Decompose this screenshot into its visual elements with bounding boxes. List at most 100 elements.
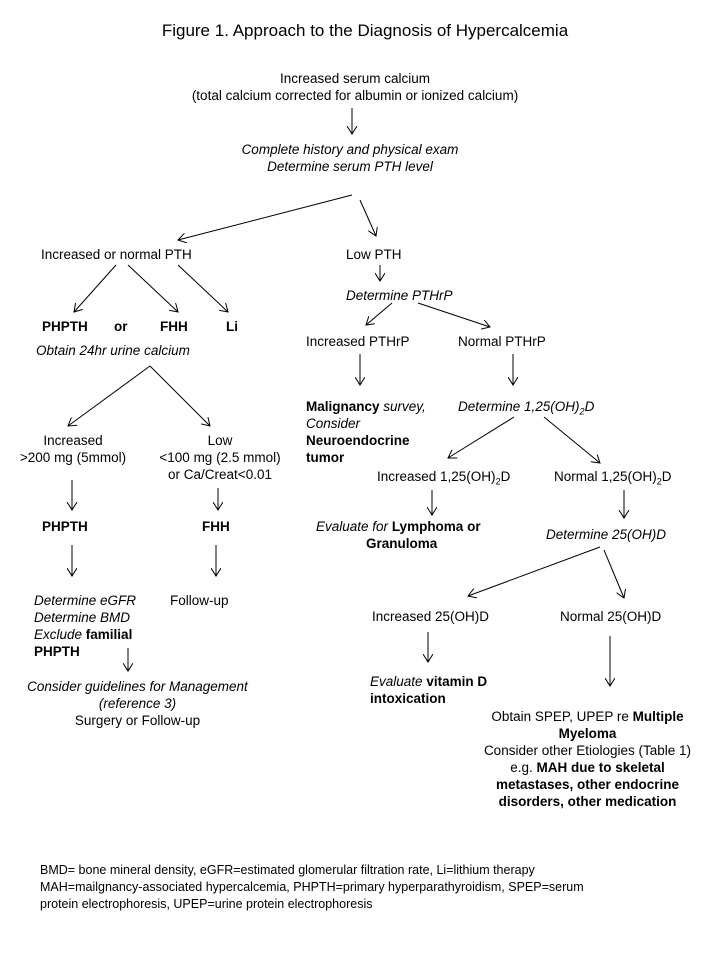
spep-multiple: Multiple	[632, 709, 684, 724]
arrow-pthrp-to-normal	[417, 302, 490, 327]
malignancy-line-1: Malignancy survey,	[306, 398, 426, 415]
lymphoma-word: Lymphoma	[391, 519, 464, 534]
start-node: Increased serum calcium (total calcium c…	[120, 70, 590, 104]
vitamin-d-line-1: Evaluate vitamin D	[370, 673, 487, 690]
lymphoma-line-1: Evaluate for Lymphoma or	[316, 518, 481, 535]
increased-125-text: Increased 1,25(OH)	[377, 469, 496, 484]
arrow-det25-to-increased	[468, 546, 601, 596]
arrow-to-right-branch	[359, 199, 376, 236]
spep-eg: e.g.	[510, 760, 533, 775]
phpth-node: PHPTH	[42, 519, 88, 534]
urine-low-line-1: Low	[207, 433, 233, 448]
history-line-1: Complete history and physical exam	[241, 142, 459, 157]
history-node: Complete history and physical exam Deter…	[170, 141, 530, 175]
normal-125-d: D	[661, 469, 672, 484]
left-dx-fhh: FHH	[160, 319, 188, 334]
spep-line-5: metastases, other endocrine	[495, 777, 680, 792]
determine-125-node: Determine 1,25(OH)2D	[458, 398, 594, 421]
increased-125-node: Increased 1,25(OH)2D	[377, 468, 510, 491]
guidelines-line-1: Consider guidelines for Management	[27, 679, 248, 694]
arrow-to-left-branch	[178, 194, 353, 240]
spep-line-2: Myeloma	[558, 726, 617, 741]
spep-line-3: Consider other Etiologies (Table 1)	[483, 743, 692, 758]
determine-125-d: D	[584, 399, 595, 414]
history-line-2: Determine serum PTH level	[267, 159, 433, 174]
spep-obtain: Obtain SPEP, UPEP re	[491, 709, 629, 724]
branch-low-pth: Low PTH	[346, 247, 402, 262]
spep-mah: MAH due to skeletal	[536, 760, 665, 775]
guidelines-line-2: (reference 3)	[98, 696, 177, 711]
malignancy-line-4: tumor	[306, 450, 345, 465]
arrow-left-to-li	[177, 264, 228, 312]
increased-25-node: Increased 25(OH)D	[372, 609, 490, 624]
vitamin-d-word: vitamin D	[426, 674, 488, 689]
increased-pthrp-node: Increased PTHrP	[306, 334, 410, 349]
spep-line-4: e.g. MAH due to skeletal	[455, 759, 720, 776]
workup-line-2: Determine BMD	[34, 610, 131, 625]
malignancy-node: Malignancy survey, Consider Neuroendocri…	[306, 398, 426, 466]
workup-node: Determine eGFR Determine BMD Exclude fam…	[34, 592, 136, 660]
figure-title: Figure 1. Approach to the Diagnosis of H…	[161, 21, 569, 40]
branch-increased-normal-pth: Increased or normal PTH	[41, 247, 192, 262]
urine-increased-line-1: Increased	[43, 433, 103, 448]
malignancy-line-3: Neuroendocrine	[306, 433, 410, 448]
guidelines-node: Consider guidelines for Management (refe…	[0, 678, 275, 729]
workup-line-1: Determine eGFR	[34, 593, 137, 608]
determine-pthrp-node: Determine PTHrP	[346, 288, 453, 303]
determine-125-sub: 2	[579, 406, 585, 417]
determine-25-node: Determine 25(OH)D	[546, 527, 667, 542]
left-dx-li: Li	[226, 319, 238, 334]
urine-low-node: Low <100 mg (2.5 mmol) or Ca/Creat<0.01	[145, 432, 295, 483]
vitamin-d-evaluate: Evaluate	[370, 674, 423, 689]
normal-125-text: Normal 1,25(OH)	[554, 469, 657, 484]
arrow-left-to-phpth	[74, 264, 117, 312]
vitamin-d-line-2: intoxication	[370, 691, 446, 706]
start-line-2: (total calcium corrected for albumin or …	[191, 88, 519, 103]
arrow-urine-to-low	[149, 365, 210, 426]
urine-increased-line-2: >200 mg (5mmol)	[19, 450, 127, 465]
left-dx-or: or	[114, 319, 128, 334]
normal-125-sub: 2	[656, 476, 662, 487]
normal-25-node: Normal 25(OH)D	[560, 609, 662, 624]
arrow-pthrp-to-increased	[366, 302, 393, 325]
footnote-line-2: MAH=mailgnancy-associated hypercalcemia,…	[40, 880, 584, 894]
lymphoma-node: Evaluate for Lymphoma or Granuloma	[316, 518, 481, 552]
lymphoma-or: or	[467, 519, 481, 534]
urine-increased-node: Increased >200 mg (5mmol)	[8, 432, 138, 466]
fhh-node: FHH	[202, 519, 230, 534]
normal-125-node: Normal 1,25(OH)2D	[554, 468, 672, 491]
increased-125-sub: 2	[495, 476, 501, 487]
spep-line-1: Obtain SPEP, UPEP re Multiple	[455, 708, 720, 725]
urine-low-line-2: <100 mg (2.5 mmol)	[159, 450, 281, 465]
followup-node: Follow-up	[170, 593, 229, 608]
left-dx-phpth: PHPTH	[42, 319, 88, 334]
determine-125-text: Determine 1,25(OH)	[458, 399, 580, 414]
malignancy-word: Malignancy	[306, 399, 380, 414]
spep-line-6: disorders, other medication	[498, 794, 677, 809]
malignancy-line-2: Consider	[306, 416, 361, 431]
urine-calcium-node: Obtain 24hr urine calcium	[36, 343, 190, 358]
workup-familial: familial	[85, 627, 133, 642]
lymphoma-evaluate: Evaluate for	[316, 519, 389, 534]
increased-125-d: D	[500, 469, 511, 484]
footnote-line-3: protein electrophoresis, UPEP=urine prot…	[40, 897, 373, 911]
arrow-det125-to-increased	[448, 416, 515, 458]
spep-node: Obtain SPEP, UPEP re Multiple Myeloma Co…	[455, 708, 720, 810]
lymphoma-line-2: Granuloma	[366, 536, 438, 551]
arrow-urine-to-increased	[68, 365, 151, 426]
workup-exclude: Exclude	[34, 627, 83, 642]
guidelines-line-3: Surgery or Follow-up	[74, 713, 201, 728]
workup-line-3: Exclude familial	[34, 626, 136, 643]
arrow-left-to-fhh	[127, 264, 178, 312]
normal-pthrp-node: Normal PTHrP	[458, 334, 546, 349]
urine-low-line-3: or Ca/Creat<0.01	[168, 467, 272, 482]
arrow-det125-to-normal	[543, 416, 600, 463]
workup-line-4: PHPTH	[34, 644, 80, 659]
start-line-1: Increased serum calcium	[279, 71, 431, 86]
malignancy-survey: survey,	[383, 399, 426, 414]
footnote-line-1: BMD= bone mineral density, eGFR=estimate…	[40, 863, 535, 877]
vitamin-d-node: Evaluate vitamin D intoxication	[370, 673, 487, 707]
footnote: BMD= bone mineral density, eGFR=estimate…	[40, 862, 584, 913]
arrow-det25-to-normal	[603, 549, 624, 598]
